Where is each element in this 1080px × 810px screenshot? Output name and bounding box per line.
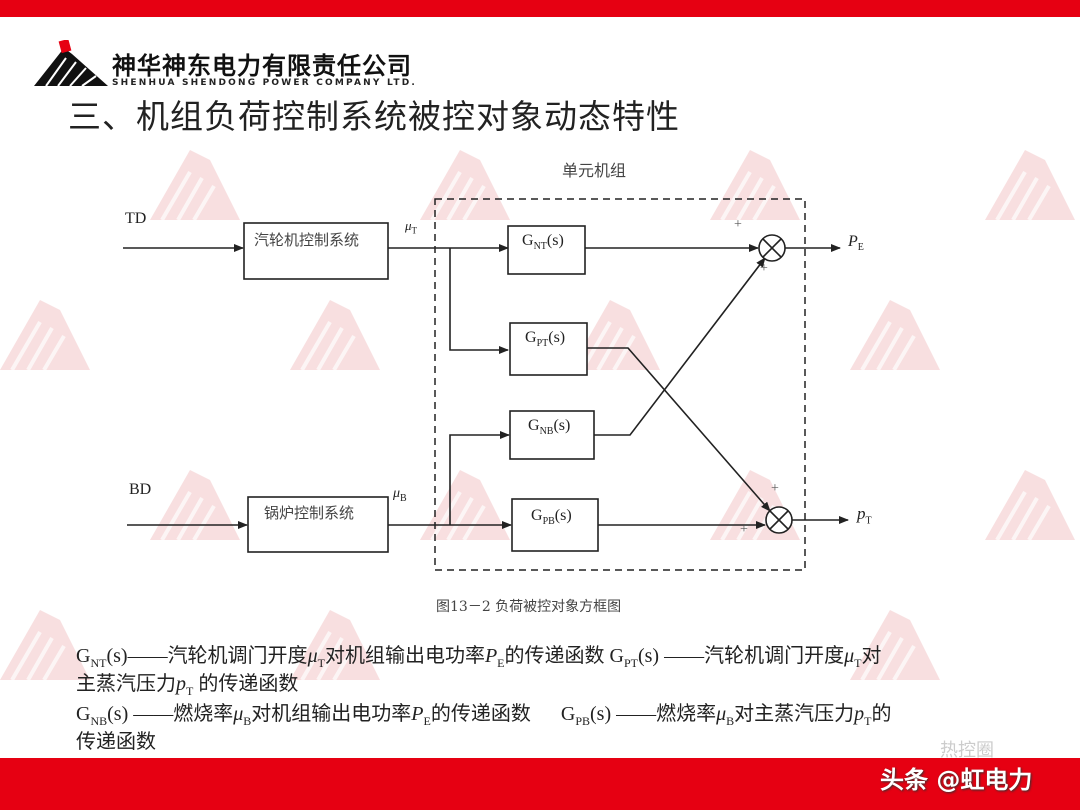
pt-output-label: pT [857,504,872,527]
plus-sign: + [734,217,742,232]
faint-watermark: 热控圈 [940,740,994,761]
block-gnt: GNT(s) [522,232,564,253]
bottom-red-bar [0,758,1080,810]
description-line-3: GNB(s) ——燃烧率μB对机组输出电功率PE的传递函数 GPB(s) ——燃… [76,703,892,728]
mu-t-signal-label: μT [405,218,418,236]
figure-caption: 图13－2 负荷被控对象方框图 [436,599,622,615]
mu-b-signal-label: μB [393,486,407,504]
top-red-bar [0,0,1080,17]
plus-sign: + [740,522,748,537]
unit-group-box [434,198,806,571]
pe-output-label: PE [848,233,864,254]
turbine-control-system-block: 汽轮机控制系统 [254,231,360,249]
description-line-1: GNT(s)——汽轮机调门开度μT对机组输出电功率PE的传递函数 GPT(s) … [76,645,882,670]
slide-title: 三、机组负荷控制系统被控对象动态特性 [68,97,680,136]
company-name-cn: 神华神东电力有限责任公司 [112,52,412,80]
unit-group-label: 单元机组 [562,161,627,180]
block-gnb: GNB(s) [528,417,571,438]
company-logo-icon [34,40,108,87]
plus-sign: + [771,481,779,496]
description-line-4: 传递函数 [76,731,156,753]
description-line-2: 主蒸汽压力pT 的传递函数 [76,673,299,698]
boiler-control-system-block: 锅炉控制系统 [264,504,355,522]
plus-sign: + [760,261,768,276]
source-watermark: 头条 @虹电力 [880,766,1033,794]
td-input-label: TD [125,210,147,227]
company-name-en: SHENHUA SHENDONG POWER COMPANY LTD. [112,78,418,88]
block-gpt: GPT(s) [525,329,566,350]
bd-input-label: BD [129,481,152,498]
block-gpb: GPB(s) [531,507,572,528]
